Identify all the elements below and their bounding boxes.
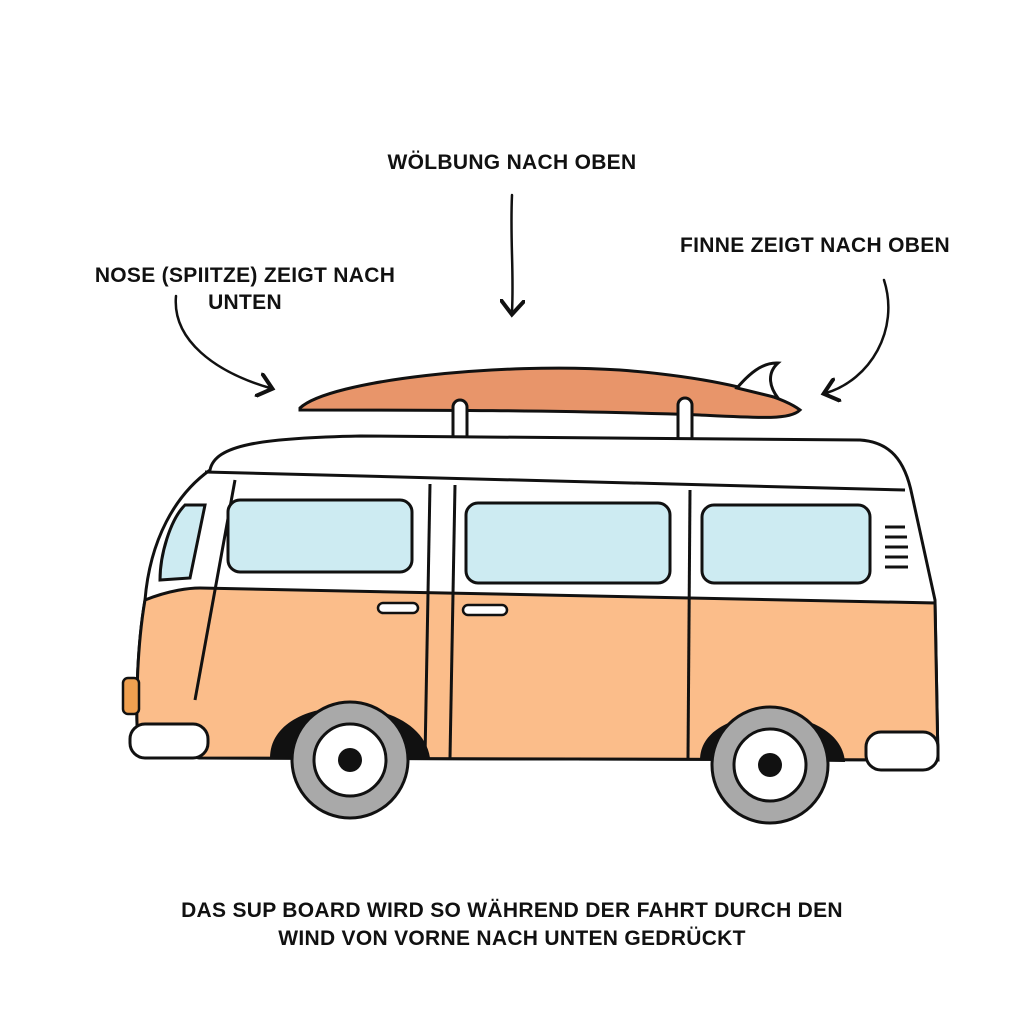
arrow-nose (174, 294, 270, 388)
wheel-rear (710, 705, 830, 825)
arrow-fin (826, 278, 890, 393)
vent-grille (885, 525, 908, 569)
board-fin (734, 361, 782, 401)
label-bulge: WÖLBUNG NACH OBEN (387, 151, 637, 174)
wheel-front (290, 700, 410, 820)
door-handle-front (376, 601, 420, 615)
window-rear (700, 503, 872, 585)
label-fin: FINNE ZEIGT NACH OBEN (680, 234, 950, 257)
label-nose-line1: NOSE (SPIITZE) ZEIGT NACH (94, 264, 396, 287)
windshield (158, 503, 207, 582)
window-middle (464, 501, 672, 585)
sup-board (298, 366, 803, 419)
window-front (226, 498, 414, 574)
bumper-rear (864, 730, 940, 772)
headlight (121, 676, 141, 716)
label-nose-line2: UNTEN (208, 291, 282, 314)
arrow-bulge (511, 193, 512, 312)
door-handle-side (461, 603, 509, 617)
bumper-front (128, 722, 210, 760)
caption-line2: WIND VON VORNE NACH UNTEN GEDRÜCKT (278, 927, 746, 950)
caption-line1: DAS SUP BOARD WIRD SO WÄHREND DER FAHRT … (181, 899, 843, 922)
